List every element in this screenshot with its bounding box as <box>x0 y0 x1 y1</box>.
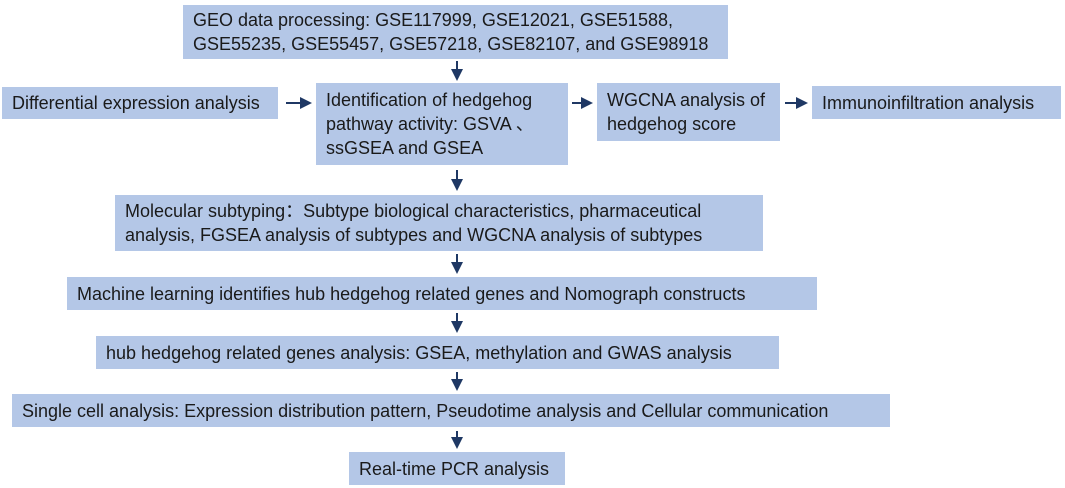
node-immunoinfiltration: Immunoinfiltration analysis <box>812 86 1061 119</box>
node-hub-genes-analysis: hub hedgehog related genes analysis: GSE… <box>96 336 779 369</box>
node-wgcna-hedgehog-score: WGCNA analysis of hedgehog score <box>597 83 780 141</box>
node-machine-learning: Machine learning identifies hub hedgehog… <box>67 277 817 310</box>
node-hedgehog-pathway-activity: Identification of hedgehog pathway activ… <box>316 83 568 165</box>
node-molecular-subtyping: Molecular subtyping：Subtype biological c… <box>115 195 763 251</box>
node-differential-expression: Differential expression analysis <box>2 87 278 119</box>
node-geo-data-processing: GEO data processing: GSE117999, GSE12021… <box>183 5 728 59</box>
node-real-time-pcr: Real-time PCR analysis <box>349 452 565 485</box>
node-single-cell-analysis: Single cell analysis: Expression distrib… <box>12 394 890 427</box>
